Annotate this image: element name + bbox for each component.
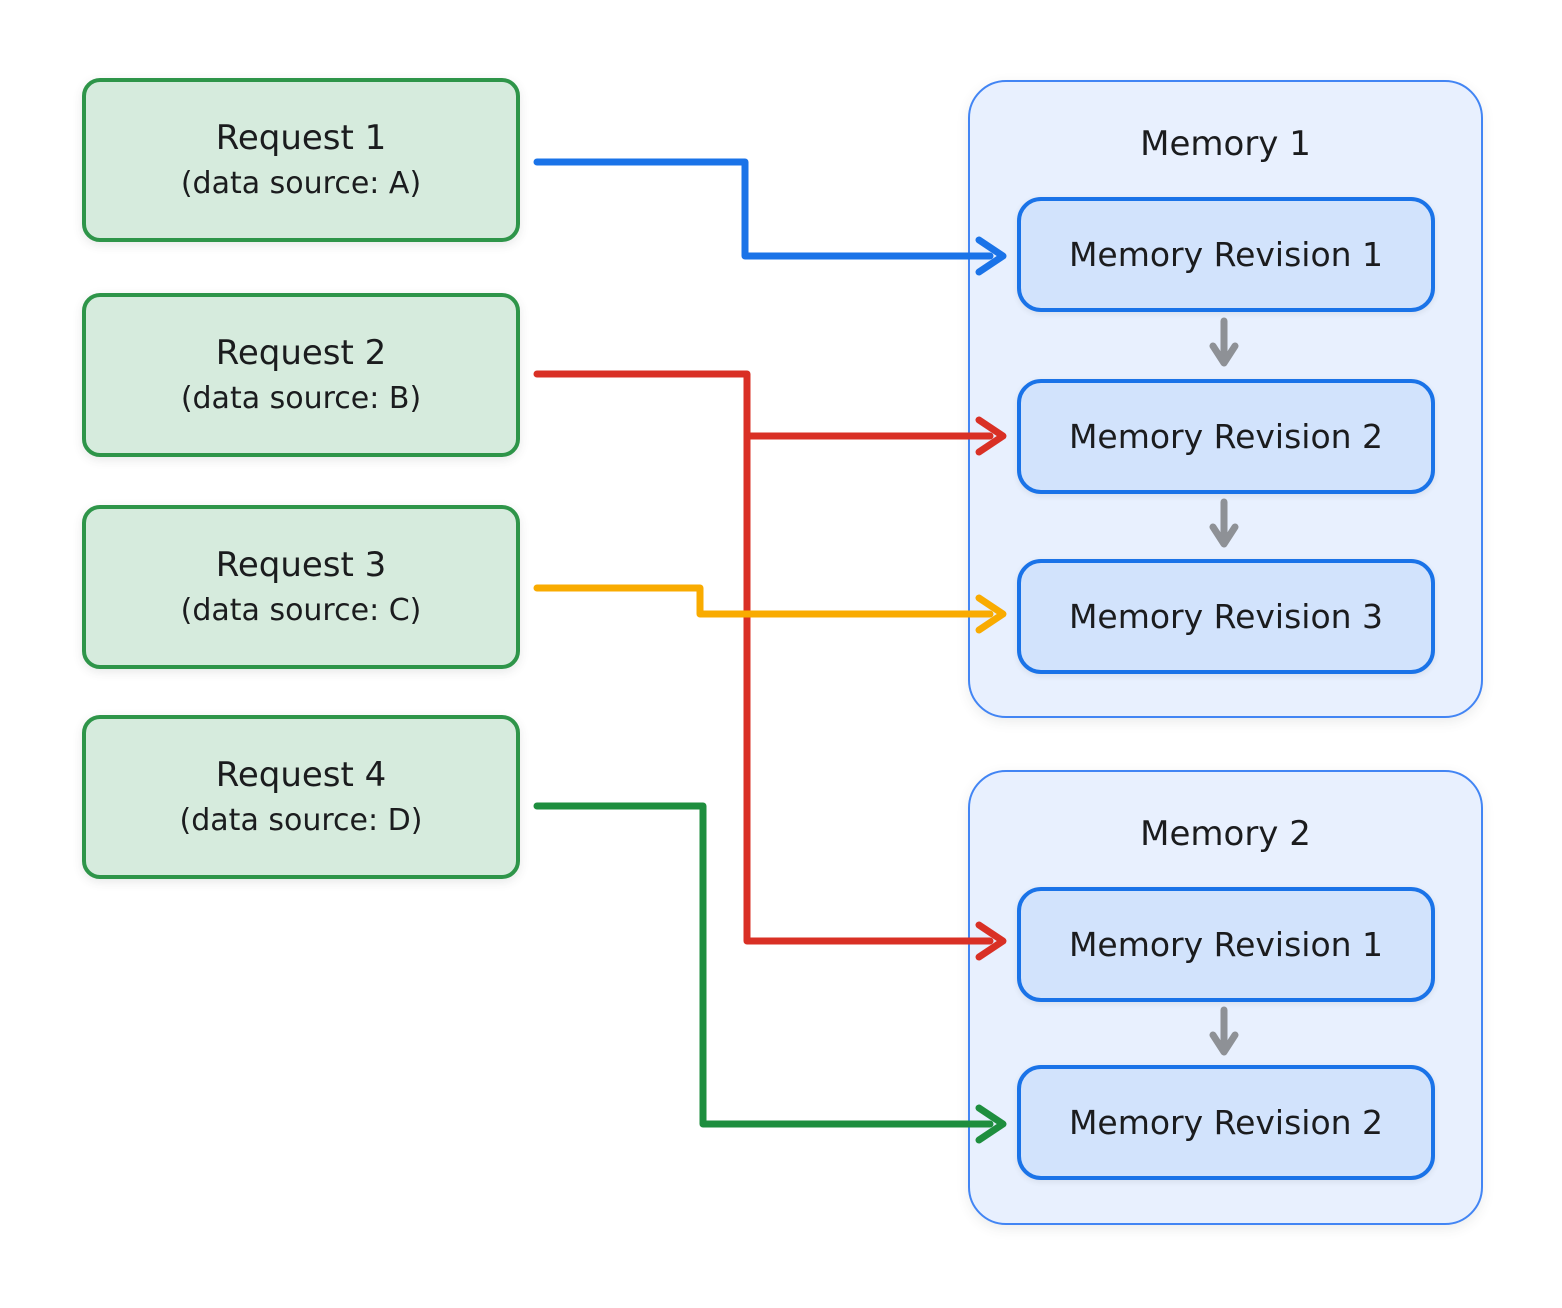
request-1-subtitle: (data source: A)	[180, 166, 422, 201]
request-4-subtitle: (data source: D)	[179, 803, 423, 838]
memory-2-revision-1-label: Memory Revision 1	[1068, 925, 1384, 964]
request-3-box: Request 3 (data source: C)	[82, 505, 520, 669]
memory-1-revision-3-box: Memory Revision 3	[1017, 559, 1435, 674]
memory-2-container: Memory 2 Memory Revision 1 Memory Revisi…	[968, 770, 1483, 1225]
connector-request1-to-memory1-revision1	[533, 158, 1007, 276]
memory-2-revision-2-label: Memory Revision 2	[1068, 1103, 1384, 1142]
memory-2-revision-2-box: Memory Revision 2	[1017, 1065, 1435, 1180]
memory-1-title: Memory 1	[1140, 124, 1311, 164]
memory-1-revision-1-box: Memory Revision 1	[1017, 197, 1435, 312]
request-1-box: Request 1 (data source: A)	[82, 78, 520, 242]
connector-request3-to-memory1-revision3	[533, 584, 1007, 634]
request-4-box: Request 4 (data source: D)	[82, 715, 520, 879]
request-3-subtitle: (data source: C)	[180, 593, 422, 628]
memory-1-revision-1-label: Memory Revision 1	[1068, 235, 1384, 274]
memory-1-container: Memory 1 Memory Revision 1 Memory Revisi…	[968, 80, 1483, 718]
memory-2-revision-1-box: Memory Revision 1	[1017, 887, 1435, 1002]
down-arrow-icon	[1209, 1006, 1239, 1056]
memory-1-revision-2-label: Memory Revision 2	[1068, 417, 1384, 456]
request-2-title: Request 2	[215, 333, 387, 373]
request-1-title: Request 1	[215, 118, 387, 158]
connector-request2-to-memory1-revision2-and-memory2-revision1	[533, 370, 1007, 961]
memory-2-title: Memory 2	[1140, 814, 1311, 854]
request-2-box: Request 2 (data source: B)	[82, 293, 520, 457]
memory-1-revision-3-label: Memory Revision 3	[1068, 597, 1384, 636]
connector-request4-to-memory2-revision2	[533, 802, 1007, 1144]
request-4-title: Request 4	[215, 755, 387, 795]
request-3-title: Request 3	[215, 545, 387, 585]
memory-1-revision-2-box: Memory Revision 2	[1017, 379, 1435, 494]
request-2-subtitle: (data source: B)	[180, 381, 422, 416]
down-arrow-icon	[1209, 317, 1239, 367]
down-arrow-icon	[1209, 498, 1239, 548]
